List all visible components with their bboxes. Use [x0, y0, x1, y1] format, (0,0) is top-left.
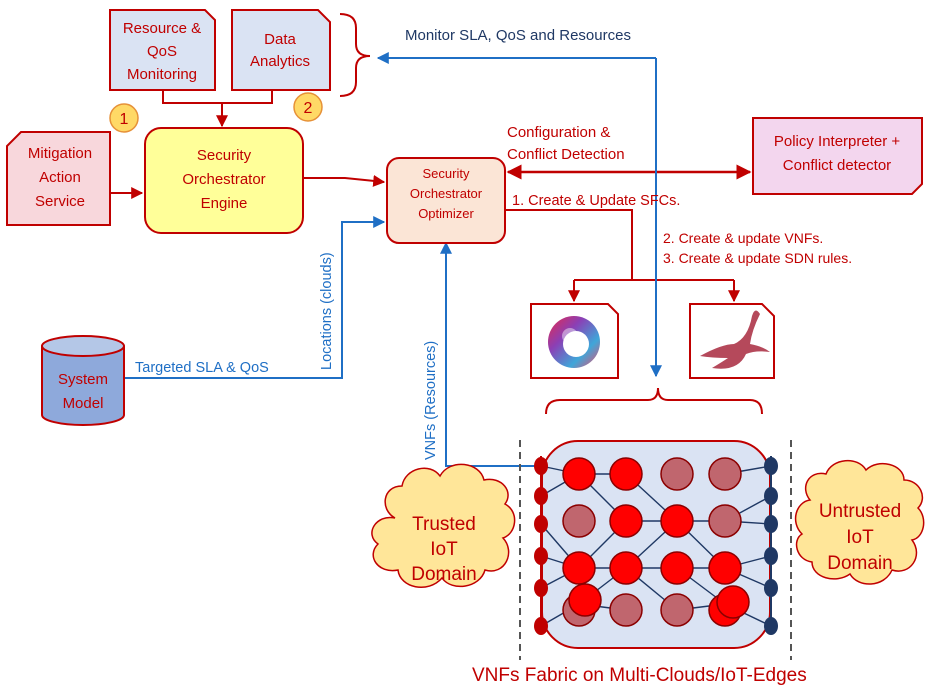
badge-1-label: 1: [120, 111, 129, 128]
targeted-sla-label: Targeted SLA & QoS: [135, 360, 269, 376]
untrusted-iot-domain-cloud: Untrusted IoT Domain: [794, 460, 925, 585]
mitigation-line-1: Mitigation: [28, 145, 92, 162]
vnf-node: [660, 504, 694, 538]
untrusted-line-2: IoT: [846, 527, 874, 548]
trusted-line-2: IoT: [430, 539, 458, 560]
resource-qos-monitoring-box: Resource & QoS Monitoring: [109, 9, 216, 91]
create-sfc-label: 1. Create & Update SFCs.: [512, 193, 680, 209]
mitigation-action-service-box: Mitigation Action Service: [6, 131, 111, 226]
data-analytics-line-2: Analytics: [250, 53, 310, 70]
engine-line-2: Orchestrator: [182, 171, 265, 188]
trusted-edge-port: [534, 457, 548, 475]
vnf-node-active: [716, 585, 750, 619]
data-analytics-box: Data Analytics: [231, 9, 331, 91]
vnf-node: [609, 457, 643, 491]
vnf-node: [660, 551, 694, 585]
openstack-ring-icon: [548, 316, 600, 368]
resource-monitoring-line-2: QoS: [147, 43, 177, 60]
mitigation-line-2: Action: [39, 169, 81, 186]
trusted-line-3: Domain: [411, 564, 476, 585]
untrusted-edge-port: [764, 515, 778, 533]
optimizer-to-fabric-line: [506, 209, 633, 280]
fabric-caption: VNFs Fabric on Multi-Clouds/IoT-Edges: [472, 665, 807, 686]
vnf-node: [562, 551, 596, 585]
engine-line-1: Security: [197, 147, 252, 164]
security-orchestrator-engine-box: Security Orchestrator Engine: [144, 127, 304, 234]
trusted-iot-domain-cloud: Trusted IoT Domain: [371, 463, 516, 588]
locations-label: Locations (clouds): [319, 252, 335, 370]
untrusted-line-3: Domain: [827, 553, 892, 574]
vnf-node: [562, 457, 596, 491]
trusted-edge-port: [534, 487, 548, 505]
fabric-brace: [545, 387, 763, 415]
vnf-fabric: [519, 440, 792, 660]
create-vnf-label: 2. Create & update VNFs.: [663, 230, 823, 246]
mitigation-line-3: Service: [35, 193, 85, 210]
vnf-node-active: [568, 583, 602, 617]
untrusted-edge-port: [764, 547, 778, 565]
optimizer-line-3: Optimizer: [418, 206, 474, 221]
data-analytics-line-1: Data: [264, 31, 296, 48]
system-model-cylinder: System Model: [41, 335, 125, 426]
vnf-node: [708, 457, 742, 491]
system-model-line-1: System: [58, 371, 108, 388]
optimizer-line-2: Orchestrator: [410, 186, 483, 201]
policy-line-2: Conflict detector: [783, 157, 891, 174]
fabric-to-optimizer-arrow: [440, 241, 538, 467]
optimizer-line-1: Security: [423, 166, 470, 181]
policy-line-1: Policy Interpreter +: [774, 133, 901, 150]
untrusted-edge-port: [764, 457, 778, 475]
bird-icon: [700, 310, 770, 369]
badge-2: 2: [293, 92, 323, 122]
security-orchestrator-optimizer-box: Security Orchestrator Optimizer: [386, 157, 506, 244]
trusted-edge-port: [534, 547, 548, 565]
policy-interpreter-box: Policy Interpreter + Conflict detector: [752, 117, 923, 195]
system-model-line-2: Model: [63, 395, 104, 412]
create-sdn-label: 3. Create & update SDN rules.: [663, 250, 852, 266]
trusted-edge-port: [534, 515, 548, 533]
trusted-line-1: Trusted: [412, 514, 476, 535]
trusted-edge-port: [534, 579, 548, 597]
untrusted-line-1: Untrusted: [819, 501, 901, 522]
vnf-node: [708, 504, 742, 538]
engine-line-3: Engine: [201, 195, 248, 212]
trusted-edge-port: [534, 617, 548, 635]
config-label-line-1: Configuration &: [507, 124, 610, 141]
config-label-line-2: Conflict Detection: [507, 146, 625, 163]
badge-1: 1: [109, 103, 139, 133]
monitoring-to-engine-line: [162, 90, 273, 104]
resource-monitoring-line-3: Monitoring: [127, 66, 197, 83]
vnf-node: [562, 504, 596, 538]
vnf-node: [708, 551, 742, 585]
badge-2-label: 2: [304, 100, 313, 117]
vnf-node: [609, 504, 643, 538]
engine-to-optimizer-arrow: [304, 174, 386, 187]
bird-logo-doc: [689, 303, 775, 379]
vnf-node: [609, 593, 643, 627]
vnf-node: [660, 593, 694, 627]
monitoring-brace: [339, 13, 371, 97]
vnf-node: [660, 457, 694, 491]
untrusted-edge-port: [764, 487, 778, 505]
untrusted-edge-port: [764, 617, 778, 635]
openstack-logo-doc: [530, 303, 619, 379]
untrusted-edge-port: [764, 579, 778, 597]
vnf-node: [609, 551, 643, 585]
monitor-label: Monitor SLA, QoS and Resources: [405, 27, 631, 44]
system-model-to-optimizer-arrow: [125, 216, 386, 379]
resource-monitoring-line-1: Resource &: [123, 20, 201, 37]
vnfs-resources-label: VNFs (Resources): [423, 341, 439, 460]
connectors: [110, 13, 763, 467]
